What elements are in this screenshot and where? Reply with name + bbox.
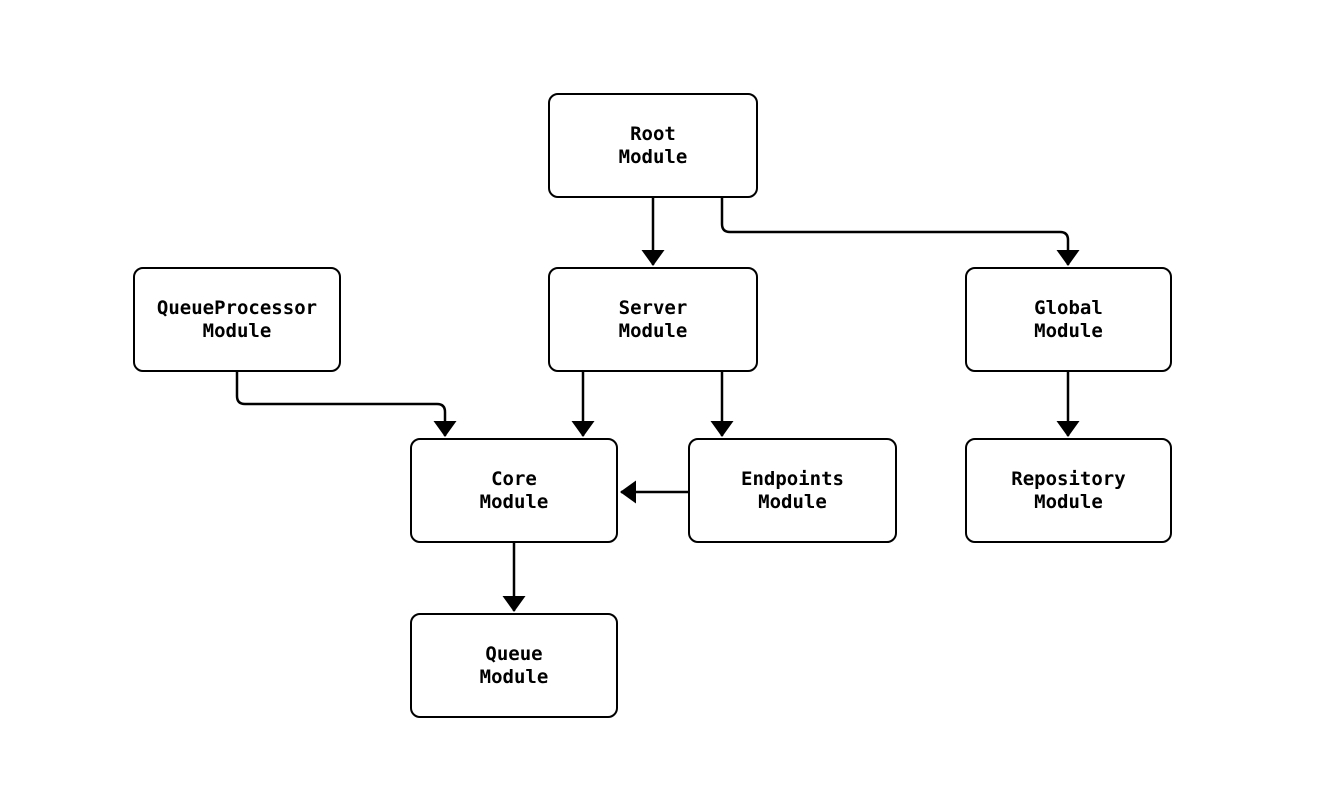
node-core-module: Core Module bbox=[410, 438, 618, 543]
node-server-module: Server Module bbox=[548, 267, 758, 372]
node-repository-module-label: Repository Module bbox=[1011, 467, 1126, 513]
edge-queueprocessor-to-core bbox=[235, 372, 457, 437]
node-endpoints-module: Endpoints Module bbox=[688, 438, 897, 543]
node-queueprocessor-module: QueueProcessor Module bbox=[133, 267, 341, 372]
node-global-module-label: Global Module bbox=[1034, 296, 1103, 342]
node-core-module-label: Core Module bbox=[479, 467, 549, 513]
edge-root-to-global bbox=[720, 197, 1080, 266]
node-root-module-label: Root Module bbox=[618, 122, 688, 168]
node-root-module: Root Module bbox=[548, 93, 758, 198]
node-queue-module-label: Queue Module bbox=[479, 642, 549, 688]
node-endpoints-module-label: Endpoints Module bbox=[741, 467, 844, 513]
node-global-module: Global Module bbox=[965, 267, 1172, 372]
node-queueprocessor-module-label: QueueProcessor Module bbox=[156, 296, 318, 342]
node-server-module-label: Server Module bbox=[618, 296, 688, 342]
node-repository-module: Repository Module bbox=[965, 438, 1172, 543]
node-queue-module: Queue Module bbox=[410, 613, 618, 718]
